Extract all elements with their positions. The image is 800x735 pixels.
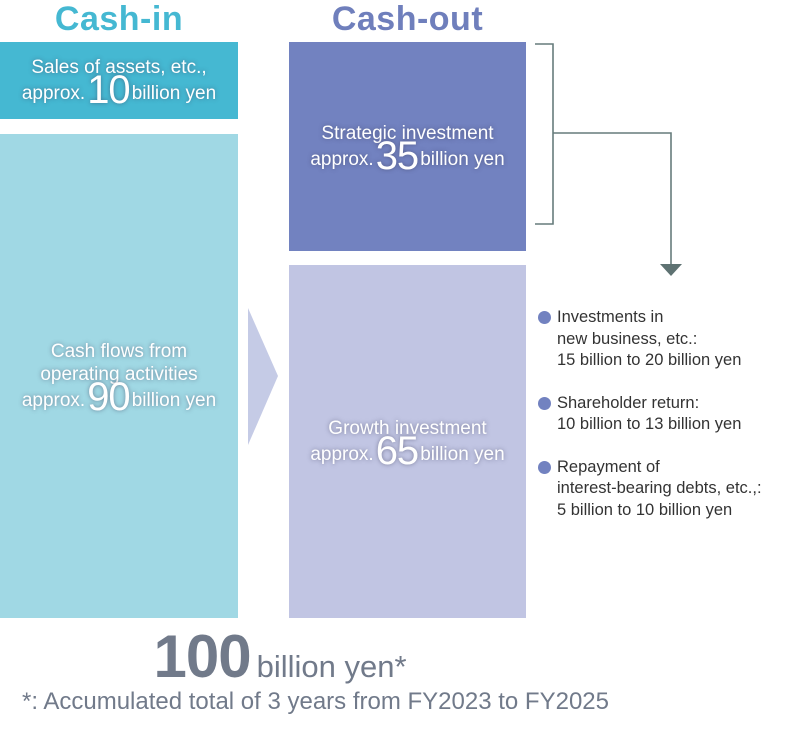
breakdown-text: Repayment of [557,457,660,476]
operating-prefix: approx. [21,390,86,411]
strategic-prefix: approx. [310,149,374,170]
strategic-amount: 35 [375,134,419,178]
operating-cash-flow-box: Cash flows from operating activities app… [0,134,238,618]
list-item: Repayment of interest-bearing debts, etc… [538,457,798,522]
growth-prefix: approx. [310,444,374,465]
operating-label-2: operating activities [40,364,198,385]
list-item: Shareholder return: 10 billion to 13 bil… [538,393,798,436]
breakdown-text: 5 billion to 10 billion yen [557,500,733,519]
sales-prefix: approx. [21,83,86,104]
flow-arrow-icon [248,308,278,445]
footnote: *: Accumulated total of 3 years from FY2… [22,688,609,715]
strategic-label: Strategic investment [321,123,494,144]
growth-unit: billion yen [420,444,505,465]
breakdown-text: Investments in [557,308,664,326]
bullet-dot-icon [538,460,551,474]
cash-out-heading: Cash-out [331,0,484,38]
operating-label-1: Cash flows from [50,341,188,362]
list-item: Investments in new business, etc.: 15 bi… [538,307,798,372]
growth-amount: 65 [375,429,419,473]
breakdown-text: 15 billion to 20 billion yen [557,351,742,369]
growth-label: Growth investment [328,418,487,439]
operating-unit: billion yen [131,390,217,411]
breakdown-text: interest-bearing debts, etc.,: [557,479,762,497]
strategic-unit: billion yen [420,149,505,170]
sales-unit: billion yen [131,83,217,104]
breakdown-text: 10 billion to 13 billion yen [557,415,742,433]
total-number: 100 [153,623,251,690]
breakdown-text: new business, etc.: [557,329,698,348]
strategic-breakdown-list: Investments in new business, etc.: 15 bi… [538,307,798,542]
sales-amount: 10 [87,68,130,112]
total-unit: billion yen* [256,649,407,684]
bracket-connector-icon [535,43,682,276]
sales-label: Sales of assets, etc., [31,57,207,78]
bullet-dot-icon [538,396,551,410]
bullet-dot-icon [538,311,551,324]
breakdown-text: Shareholder return: [557,393,700,412]
cash-in-heading: Cash-in [54,0,184,38]
operating-amount: 90 [87,375,130,419]
